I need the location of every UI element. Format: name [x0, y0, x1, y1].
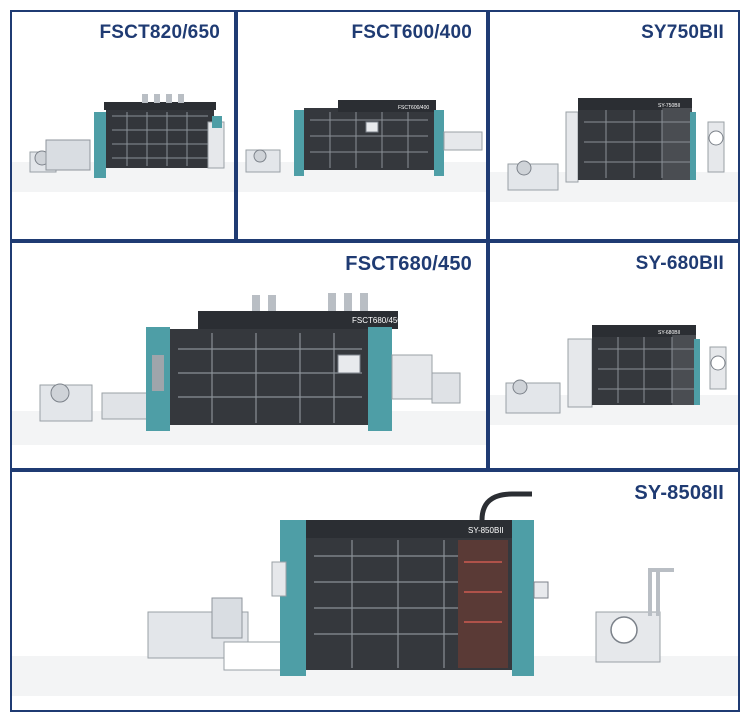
- machine-image: SY-680BII: [490, 325, 738, 425]
- model-title: FSCT680/450: [345, 253, 472, 275]
- machine-panel-label: SY-850BII: [468, 526, 504, 535]
- machine-panel-label: FSCT600/400: [398, 105, 429, 111]
- model-title: SY-680BII: [635, 253, 724, 274]
- product-card-fsct600-400: FSCT600/400 FSCT600/400: [236, 10, 488, 241]
- machine-panel-label: SY-750BII: [658, 103, 680, 109]
- product-card-sy680bii: SY-680BII SY-680BII: [488, 241, 740, 470]
- product-card-fsct820-650: FSCT820/650: [10, 10, 236, 241]
- model-title: SY750BII: [641, 22, 724, 43]
- machine-image: FSCT600/400: [238, 100, 486, 192]
- product-card-sy750bii: SY750BII SY-750BII: [488, 10, 740, 241]
- machine-image: FSCT680/450: [12, 293, 486, 445]
- model-title: FSCT820/650: [99, 22, 220, 43]
- machine-panel-label: SY-680BII: [658, 330, 680, 336]
- model-title: SY-8508II: [634, 482, 724, 504]
- machine-image: SY-750BII: [490, 98, 738, 202]
- machine-panel-label: FSCT680/450: [352, 316, 402, 325]
- model-title: FSCT600/400: [351, 22, 472, 43]
- product-card-sy8508ii: SY-8508II SY-850BII: [10, 470, 740, 712]
- product-card-fsct680-450: FSCT680/450 FSCT680/450: [10, 241, 488, 470]
- machine-image: [12, 94, 234, 192]
- machine-image: SY-850BII: [12, 491, 738, 696]
